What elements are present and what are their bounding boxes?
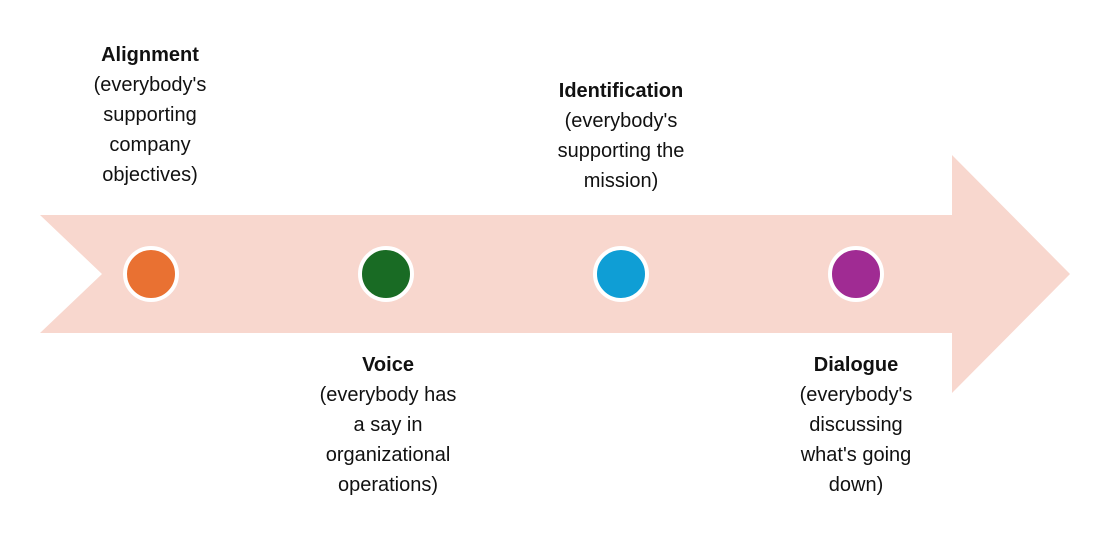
stage-title: Identification [558, 80, 684, 102]
stage-description-line: company [109, 134, 191, 156]
stage-description-line: operations) [337, 474, 439, 496]
stage-description-line: (everybody's [93, 74, 207, 96]
stage-description-line: (everybody's [799, 384, 913, 406]
stage-label-identification: Identification (everybody's supporting t… [558, 76, 685, 196]
stage-title: Dialogue [813, 354, 899, 376]
stage-description-line: (everybody's [564, 110, 678, 132]
stage-description-line: mission) [583, 170, 659, 192]
stage-description-line: supporting [103, 104, 197, 126]
stage-description-line: supporting the [557, 140, 685, 162]
stage-description-line: discussing [809, 414, 903, 436]
stage-dot-dialogue [828, 246, 884, 302]
stage-title: Voice [362, 354, 414, 376]
stage-description-line: objectives) [102, 164, 198, 186]
right-arrow-shape [40, 155, 1070, 393]
stage-dot-identification [593, 246, 649, 302]
stage-dot-alignment [123, 246, 179, 302]
stage-label-voice: Voice (everybody has a say in organizati… [320, 350, 457, 500]
stage-description-line: organizational [325, 444, 451, 466]
stage-description-line: what's going [800, 444, 912, 466]
stage-label-alignment: Alignment (everybody's supporting compan… [94, 40, 207, 190]
stage-title: Alignment [101, 44, 199, 66]
stage-description-line: (everybody has [319, 384, 457, 406]
stage-description-line: a say in [353, 414, 423, 436]
stage-dot-voice [358, 246, 414, 302]
stage-description-line: down) [828, 474, 884, 496]
stage-label-dialogue: Dialogue (everybody's discussing what's … [800, 350, 913, 500]
